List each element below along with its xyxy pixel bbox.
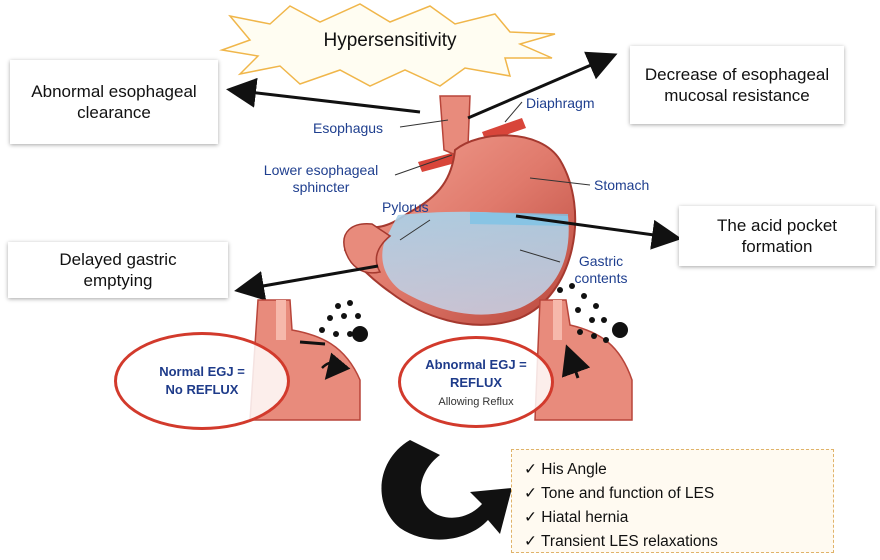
decrease-resistance-box: Decrease of esophageal mucosal resistanc… <box>630 46 844 124</box>
gastric-contents-label: Gastric contents <box>566 253 636 287</box>
checklist-item-label: Tone and function of LES <box>541 485 714 502</box>
abnormal-clearance-box: Abnormal esophageal clearance <box>10 60 218 144</box>
normal-egj-line2: No REFLUX <box>166 381 239 399</box>
normal-egj-line1: Normal EGJ = <box>159 363 245 381</box>
acid-pocket-shape <box>470 212 568 226</box>
checklist-item: ✓ His Angle <box>524 458 833 482</box>
stomach-label: Stomach <box>594 177 649 194</box>
abnormal-clearance-text: Abnormal esophageal clearance <box>30 81 198 124</box>
abnormal-egj-illustration <box>535 283 632 420</box>
diaphragm-label: Diaphragm <box>526 95 594 112</box>
hypersensitivity-title: Hypersensitivity <box>290 30 490 52</box>
curved-arrow-icon <box>381 440 512 540</box>
abnormal-egj-line1: Abnormal EGJ = <box>425 356 527 374</box>
checklist-item-label: His Angle <box>541 461 606 478</box>
checklist-item: ✓ Transient LES relaxations <box>524 530 833 554</box>
les-label: Lower esophageal sphincter <box>256 162 386 196</box>
risk-factor-checklist: ✓ His Angle ✓ Tone and function of LES ✓… <box>511 449 834 553</box>
pylorus-label: Pylorus <box>382 199 429 216</box>
esophagus-label: Esophagus <box>313 120 383 137</box>
allowing-reflux-note: Allowing Reflux <box>438 396 513 408</box>
checklist-item-label: Hiatal hernia <box>541 509 628 526</box>
decrease-resistance-text: Decrease of esophageal mucosal resistanc… <box>642 64 832 107</box>
checklist-item: ✓ Hiatal hernia <box>524 506 833 530</box>
checklist-item: ✓ Tone and function of LES <box>524 482 833 506</box>
delayed-emptying-text: Delayed gastric emptying <box>38 249 198 292</box>
normal-egj-oval: Normal EGJ = No REFLUX <box>114 332 290 430</box>
abnormal-egj-line2: REFLUX <box>450 374 502 392</box>
checklist-item-label: Transient LES relaxations <box>541 533 718 550</box>
acid-pocket-box: The acid pocket formation <box>679 206 875 266</box>
acid-pocket-text: The acid pocket formation <box>699 215 855 258</box>
abnormal-egj-oval: Abnormal EGJ = REFLUX Allowing Reflux <box>398 336 554 428</box>
delayed-emptying-box: Delayed gastric emptying <box>8 242 228 298</box>
